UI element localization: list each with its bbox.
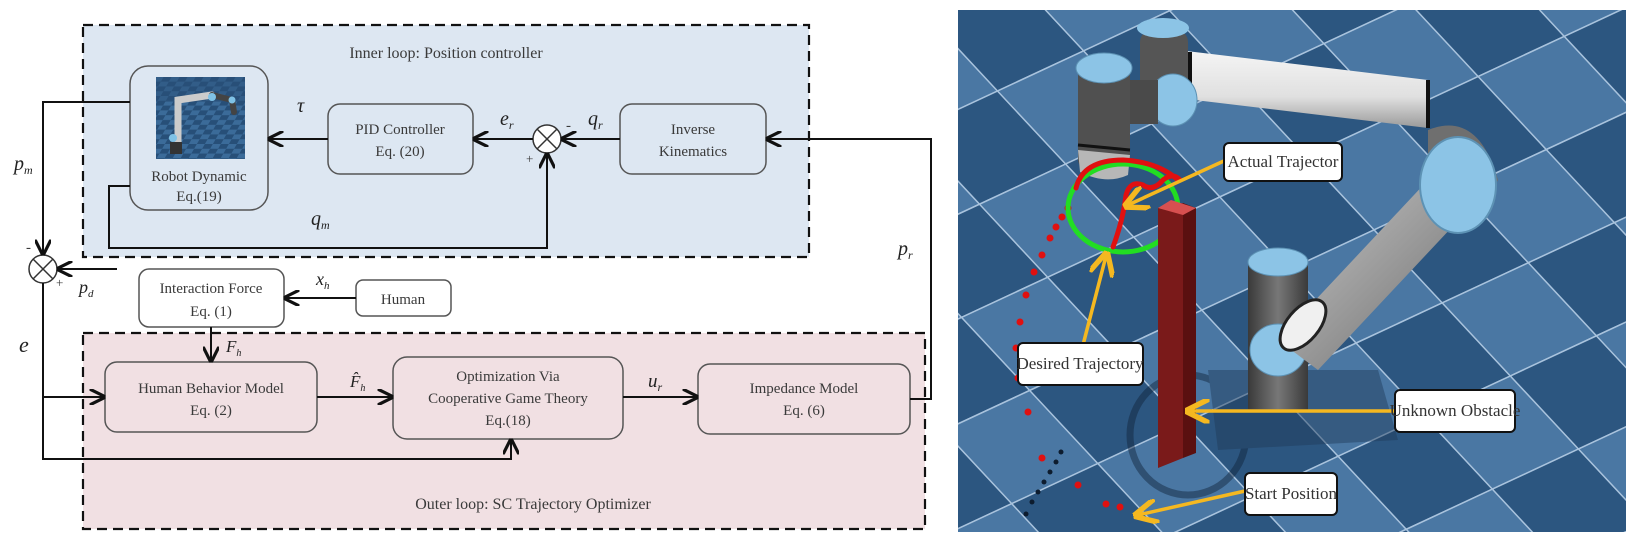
trajectory-point: [1052, 223, 1060, 231]
robot-simulation-render: Actual Trajector Desired Trajectory Unkn…: [958, 10, 1626, 532]
human-label: Human: [381, 292, 426, 308]
signal-connections: [43, 101, 932, 460]
x-h-label: xh: [315, 269, 330, 292]
trajectory-point: [1102, 500, 1110, 508]
trajectory-point: [1116, 503, 1124, 511]
trajectory-point: [1038, 251, 1046, 259]
outer-loop-title: Outer loop: SC Trajectory Optimizer: [415, 496, 651, 513]
robot-arm: [1075, 18, 1498, 410]
inner-plus-sign: +: [526, 151, 533, 166]
trajectory-shadow-point: [1029, 499, 1035, 505]
svg-text:Actual Trajector: Actual Trajector: [1228, 152, 1339, 171]
human-behavior-model-block: Human Behavior Model Eq. (2): [104, 361, 318, 433]
p-r-label: pr: [896, 238, 913, 262]
callout-actual-trajectory: Actual Trajector: [1223, 142, 1343, 182]
trajectory-point: [1074, 481, 1082, 489]
p-d-label: pd: [77, 277, 94, 300]
impedance-model-label: Impedance Model: [750, 381, 859, 397]
pid-controller-label: PID Controller: [355, 122, 445, 138]
robot-dynamic-equation: Eq.(19): [176, 189, 221, 205]
robot-dynamic-block: Robot Dynamic Eq.(19): [129, 65, 269, 211]
u-r-label: ur: [648, 371, 663, 394]
e-label: e: [19, 332, 29, 357]
robot-thumbnail-image: [156, 77, 245, 159]
callout-desired-trajectory: Desired Trajectory: [1016, 342, 1144, 386]
robot-dynamic-label: Robot Dynamic: [151, 169, 247, 185]
impedance-model-block: Impedance Model Eq. (6): [697, 363, 911, 435]
trajectory-shadow-point: [1058, 449, 1064, 455]
human-block: Human: [355, 279, 452, 317]
trajectory-point: [1038, 454, 1046, 462]
optimization-label-2: Cooperative Game Theory: [428, 391, 588, 407]
human-behavior-model-equation: Eq. (2): [190, 403, 232, 419]
inner-summing-junction: - +: [526, 118, 571, 166]
human-behavior-model-label: Human Behavior Model: [138, 381, 284, 397]
svg-text:Desired Trajectory: Desired Trajectory: [1016, 354, 1144, 373]
trajectory-shadow-point: [1053, 459, 1059, 465]
shadow-trajectory-points: [1023, 449, 1064, 517]
interaction-force-block: Interaction Force Eq. (1): [138, 268, 285, 328]
pid-controller-block: PID Controller Eq. (20): [327, 103, 474, 175]
optimization-label-1: Optimization Via: [456, 369, 560, 385]
callout-arrows: [1081, 158, 1395, 515]
floor-tile: [958, 502, 1082, 532]
floor-tile: [1577, 407, 1626, 523]
interaction-force-equation: Eq. (1): [190, 304, 232, 320]
trajectory-shadow-point: [1023, 511, 1029, 517]
floor-tile: [1527, 221, 1626, 337]
e-r-label: er: [500, 108, 514, 132]
floor-tile: [1164, 495, 1322, 532]
svg-text:Unknown Obstacle: Unknown Obstacle: [1390, 401, 1521, 420]
p-m-label: pm: [12, 153, 33, 177]
inner-minus-sign: -: [566, 118, 571, 134]
trajectory-shadow-point: [1041, 479, 1047, 485]
floor-tile: [1545, 108, 1626, 224]
trajectory-point: [1046, 234, 1054, 242]
outer-plus-sign: +: [56, 275, 63, 290]
unknown-obstacle: [1158, 200, 1196, 468]
callout-unknown-obstacle: Unknown Obstacle: [1390, 389, 1521, 433]
optimization-block: Optimization Via Cooperative Game Theory…: [392, 356, 624, 440]
floor-tile: [1563, 10, 1626, 111]
trajectory-point: [1058, 213, 1066, 221]
inverse-kinematics-label-2: Kinematics: [659, 144, 727, 160]
trajectory-point: [1024, 408, 1032, 416]
callout-start-position: Start Position: [1244, 472, 1338, 516]
trajectory-shadow-point: [1047, 469, 1053, 475]
trajectory-point: [1016, 318, 1024, 326]
q-m-label: qm: [311, 208, 330, 232]
trajectory-point: [1030, 268, 1038, 276]
outer-summing-junction: - +: [26, 240, 63, 290]
optimization-equation: Eq.(18): [485, 413, 530, 429]
control-block-diagram: Inner loop: Position controller Outer lo…: [12, 23, 932, 531]
signal-labels: τ er qr qm pm pd pr e xh Fh F̂h ur: [12, 95, 913, 394]
outer-minus-sign: -: [26, 240, 31, 256]
f-h-label: Fh: [225, 337, 241, 359]
tau-label: τ: [297, 95, 305, 117]
inverse-kinematics-label-1: Inverse: [671, 122, 715, 138]
f-hat-h-label: F̂h: [349, 372, 365, 394]
trajectory-shadow-point: [1035, 489, 1041, 495]
inverse-kinematics-block: Inverse Kinematics: [619, 103, 767, 175]
interaction-force-label: Interaction Force: [160, 281, 263, 297]
impedance-model-equation: Eq. (6): [783, 403, 825, 419]
pid-controller-equation: Eq. (20): [375, 144, 424, 160]
svg-text:Start Position: Start Position: [1245, 484, 1338, 503]
inner-loop-title: Inner loop: Position controller: [349, 45, 543, 62]
trajectory-point: [1022, 291, 1030, 299]
q-r-label: qr: [588, 108, 603, 132]
